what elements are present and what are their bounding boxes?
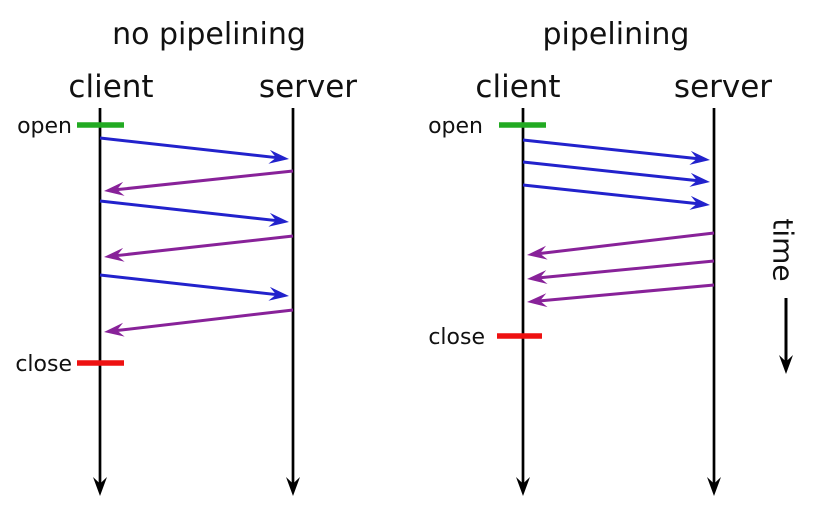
left-response-arrow-3-shaft [116,308,294,332]
right-open-label: open [428,114,483,139]
arrows-layer [77,108,793,496]
time-axis-label: time [767,218,800,281]
left-request-arrow-3-head [268,286,289,301]
left-response-arrow-3-head [104,322,125,337]
right-server-header: server [674,69,772,105]
left-request-arrow-2-shaft [99,199,277,223]
left-server-lifeline-head [286,477,300,496]
right-response-arrow-3-shaft [539,283,715,303]
left-client-lifeline-head [93,477,107,496]
right-client-header: client [475,69,560,105]
left-request-arrow-2-head [268,212,289,227]
right-response-arrow-1-shaft [539,231,715,255]
right-request-arrow-2-head [689,172,710,187]
left-client-header: client [68,69,153,105]
left-open-label: open [17,114,72,139]
right-response-arrow-2-shaft [539,259,715,280]
right-panel-title: pipelining [543,17,690,52]
right-response-arrow-2-head [527,270,548,285]
right-client-lifeline-head [516,477,530,496]
right-request-arrow-3-shaft [522,183,698,206]
time-arrow-head [779,355,793,374]
left-response-arrow-2-head [104,247,125,262]
right-response-arrow-1-head [527,245,548,260]
left-response-arrow-2-shaft [116,234,294,258]
left-response-arrow-1-shaft [116,169,294,192]
right-server-lifeline-head [707,477,721,496]
left-server-header: server [259,69,357,105]
right-request-arrow-3-head [689,195,710,210]
left-request-arrow-1-head [268,149,289,164]
right-request-arrow-1-head [689,150,710,165]
left-request-arrow-3-shaft [99,273,277,297]
right-close-label: close [428,325,485,350]
left-response-arrow-1-head [104,181,125,196]
left-request-arrow-1-shaft [99,136,277,160]
right-response-arrow-3-head [527,293,548,308]
left-close-label: close [15,352,72,377]
right-request-arrow-2-shaft [522,160,698,183]
left-panel-title: no pipelining [112,17,306,52]
right-request-arrow-1-shaft [522,138,698,161]
